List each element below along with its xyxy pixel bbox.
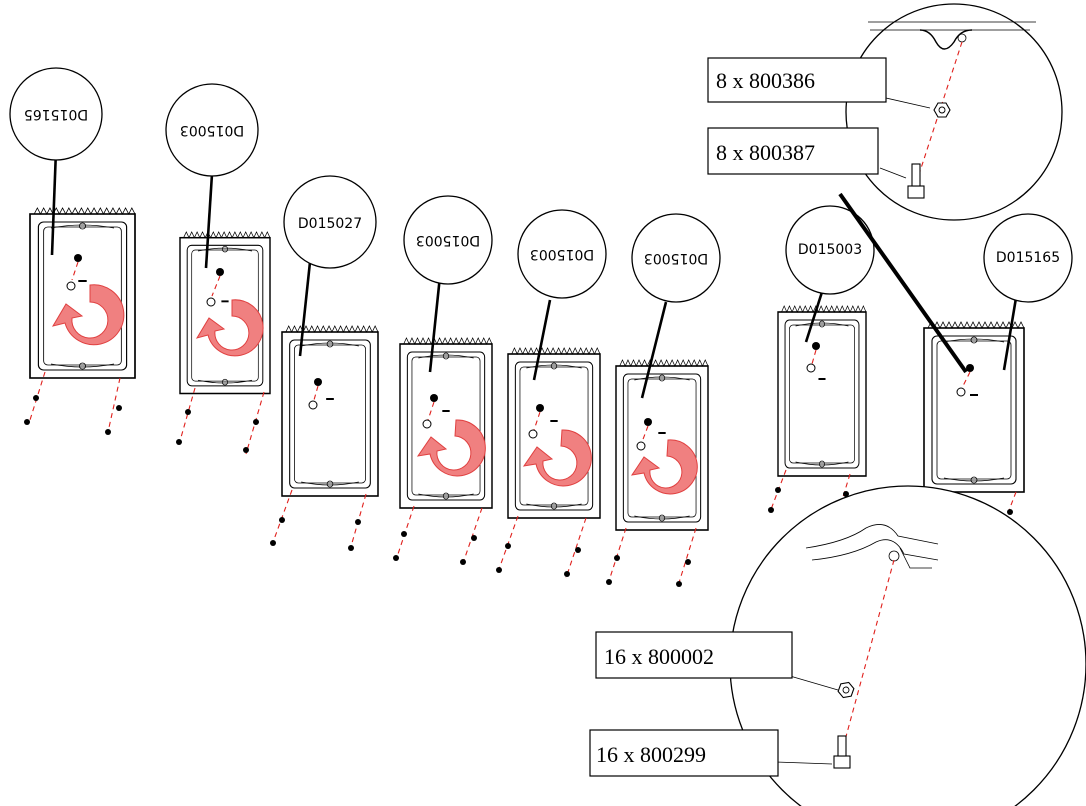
panel-2-label: D015003 — [180, 122, 244, 138]
bottom-bolt-qty: 16 x 800299 — [596, 742, 706, 767]
bolt-icon — [907, 163, 925, 199]
rotate-arrow-icon — [51, 284, 125, 346]
bottom-detail: 16 x 800002 16 x 800299 — [589, 485, 1086, 806]
dot — [74, 254, 82, 262]
rotate-arrow-icon — [195, 299, 264, 357]
panel-3-label: D015027 — [298, 216, 362, 232]
panel-7-label: D015003 — [798, 242, 862, 258]
panel-5: D015003 — [496, 209, 607, 579]
rotate-arrow-icon — [522, 429, 592, 487]
panel-1-label: D015165 — [24, 106, 88, 122]
top-bolt-qty: 8 x 800387 — [716, 140, 815, 165]
bottom-nut-qty: 16 x 800002 — [604, 644, 714, 669]
panel-3: D015027 — [270, 175, 379, 551]
panel-8: D015165 — [914, 213, 1073, 535]
top-detail: 8 x 800386 8 x 800387 — [707, 3, 1063, 374]
rotate-arrow-icon — [416, 419, 486, 477]
panel-6: D015003 — [606, 213, 721, 587]
panel-5-label: D015003 — [530, 246, 594, 262]
panel-7: D015003 — [768, 205, 875, 521]
bolt-icon — [833, 735, 851, 769]
panel-6-label: D015003 — [644, 250, 708, 266]
rotate-arrow-icon — [630, 439, 698, 495]
panel-4-label: D015003 — [416, 232, 480, 248]
panel-4: D015003 — [393, 195, 493, 567]
top-nut-qty: 8 x 800386 — [716, 68, 815, 93]
panel-8-label: D015165 — [996, 250, 1060, 266]
panel-1: D015165 — [9, 67, 136, 435]
panel-2: D015003 — [165, 83, 271, 455]
